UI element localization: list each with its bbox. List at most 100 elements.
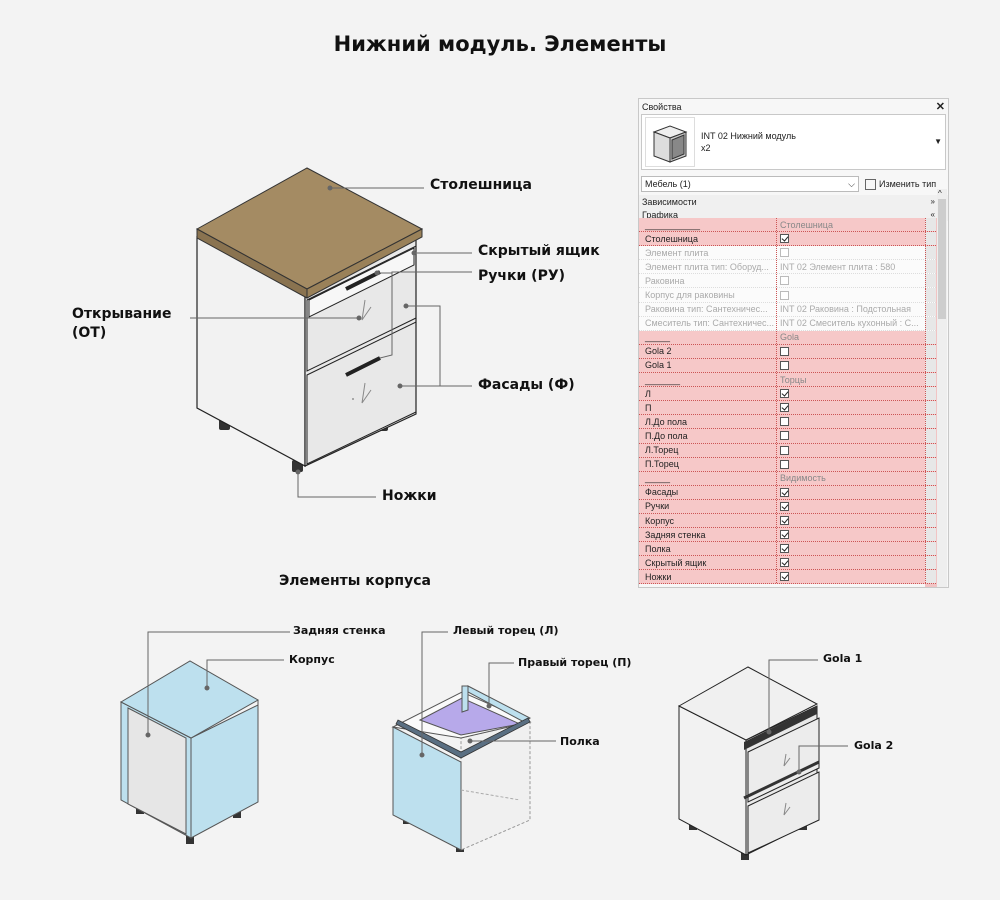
property-row[interactable]: Раковина тип: Сантехничес...INT 02 Раков… — [639, 302, 936, 317]
property-row[interactable]: Смеситель тип: Сантехничес...INT 02 Смес… — [639, 316, 936, 331]
property-row[interactable]: Элемент плита — [639, 246, 936, 261]
property-checkbox[interactable] — [780, 360, 789, 370]
property-params-cell[interactable] — [925, 499, 936, 513]
category-constraints[interactable]: Зависимости » — [639, 195, 948, 208]
scroll-up-icon[interactable]: ^ — [938, 189, 942, 198]
property-row[interactable]: Gola 2 — [639, 344, 936, 359]
callout-shelf: Полка — [560, 735, 600, 748]
property-params-cell[interactable] — [925, 358, 936, 373]
leader-line — [297, 472, 376, 498]
property-row[interactable]: _______Торцы — [639, 373, 936, 388]
property-params-cell[interactable] — [925, 344, 936, 358]
property-checkbox[interactable] — [780, 445, 789, 455]
leader-line — [206, 659, 284, 688]
type-selector[interactable]: INT 02 Нижний модуль x2 ▼ — [641, 114, 946, 170]
close-icon[interactable]: ✕ — [935, 101, 945, 113]
property-checkbox[interactable] — [780, 234, 789, 244]
property-value-cell — [777, 288, 925, 301]
property-params-cell[interactable] — [925, 542, 936, 556]
property-params-cell[interactable] — [925, 232, 936, 246]
property-checkbox[interactable] — [780, 530, 789, 540]
property-params-cell[interactable] — [925, 288, 936, 302]
property-row[interactable]: Раковина — [639, 274, 936, 289]
property-row[interactable]: Ножки — [639, 570, 936, 585]
property-params-cell[interactable] — [925, 316, 936, 330]
property-params-cell[interactable] — [925, 513, 936, 528]
edit-type-button[interactable]: Изменить тип — [865, 178, 936, 190]
property-row[interactable]: Столешница — [639, 232, 936, 247]
property-label: Л.До пола — [639, 415, 777, 429]
property-params-cell[interactable] — [925, 260, 936, 274]
property-row[interactable]: ___________Столешница — [639, 218, 936, 233]
property-value-cell — [777, 345, 925, 358]
property-checkbox[interactable] — [780, 501, 789, 511]
instance-filter-select[interactable]: Мебель (1) ⌵ — [641, 176, 859, 192]
property-label: Ручки — [639, 499, 777, 513]
property-checkbox[interactable] — [780, 431, 789, 441]
property-row[interactable]: Фасады — [639, 485, 936, 500]
property-row[interactable]: Gola 1 — [639, 358, 936, 374]
property-row[interactable]: Корпус — [639, 513, 936, 529]
property-checkbox[interactable] — [780, 290, 789, 300]
property-row[interactable]: Л — [639, 387, 936, 402]
leg — [186, 836, 194, 844]
countertop-edge — [306, 228, 423, 299]
property-params-cell[interactable] — [925, 373, 936, 387]
property-params-cell[interactable] — [925, 485, 936, 499]
property-checkbox[interactable] — [780, 558, 789, 568]
property-checkbox[interactable] — [780, 346, 789, 356]
property-row[interactable]: Л.Торец — [639, 443, 936, 458]
category-graphics[interactable]: Графика « — [639, 208, 948, 221]
property-value: Торцы — [780, 374, 807, 385]
property-row[interactable]: Л.До пола — [639, 415, 936, 430]
scrollbar-thumb[interactable] — [938, 199, 946, 319]
property-checkbox[interactable] — [780, 544, 789, 554]
property-label: П.Торец — [639, 457, 777, 471]
property-row[interactable]: _____Видимость — [639, 471, 936, 486]
property-params-cell[interactable] — [925, 471, 936, 485]
property-params-cell[interactable] — [925, 330, 936, 344]
property-checkbox[interactable] — [780, 516, 789, 526]
property-label: _______ — [639, 373, 777, 387]
property-row[interactable]: Элемент плита тип: Оборуд...INT 02 Элеме… — [639, 260, 936, 275]
property-row[interactable]: Скрытый ящик — [639, 556, 936, 571]
property-params-cell[interactable] — [925, 556, 936, 570]
property-params-cell[interactable] — [925, 246, 936, 260]
property-params-cell[interactable] — [925, 570, 936, 584]
property-params-cell[interactable] — [925, 401, 936, 415]
property-params-cell[interactable] — [925, 457, 936, 471]
property-checkbox[interactable] — [780, 487, 789, 497]
property-checkbox[interactable] — [780, 459, 789, 469]
property-params-cell[interactable] — [925, 218, 936, 232]
leader-line — [406, 305, 472, 387]
property-row[interactable]: _____Gola — [639, 330, 936, 345]
property-params-cell[interactable] — [925, 274, 936, 288]
property-checkbox[interactable] — [780, 403, 789, 413]
property-params-cell[interactable] — [925, 528, 936, 542]
scrollbar[interactable]: ^ — [937, 189, 947, 587]
property-params-cell[interactable] — [925, 429, 936, 443]
property-params-cell[interactable] — [925, 302, 936, 316]
property-row[interactable]: Задняя стенка — [639, 528, 936, 543]
property-checkbox[interactable] — [780, 389, 789, 399]
property-row[interactable]: П.Торец — [639, 457, 936, 472]
property-row[interactable]: П — [639, 401, 936, 416]
property-checkbox[interactable] — [780, 417, 789, 427]
property-checkbox[interactable] — [780, 248, 789, 258]
property-checkbox[interactable] — [780, 572, 789, 582]
callout-right-end: Правый торец (П) — [518, 656, 632, 669]
property-params-cell[interactable] — [925, 443, 936, 457]
properties-header: Свойства ✕ — [639, 99, 948, 114]
property-params-cell[interactable] — [925, 415, 936, 429]
collapse-icon: » — [930, 197, 935, 206]
dropdown-caret-icon[interactable]: ▼ — [934, 137, 942, 146]
property-row[interactable]: Полка — [639, 542, 936, 557]
property-params-cell[interactable] — [925, 387, 936, 401]
property-row[interactable]: П.До пола — [639, 429, 936, 444]
property-row[interactable]: Ручки — [639, 499, 936, 514]
property-row[interactable]: Корпус для раковины — [639, 288, 936, 303]
property-label: П.До пола — [639, 429, 777, 443]
property-checkbox[interactable] — [780, 276, 789, 286]
property-value-cell — [777, 415, 925, 428]
property-label: Элемент плита — [639, 246, 777, 260]
